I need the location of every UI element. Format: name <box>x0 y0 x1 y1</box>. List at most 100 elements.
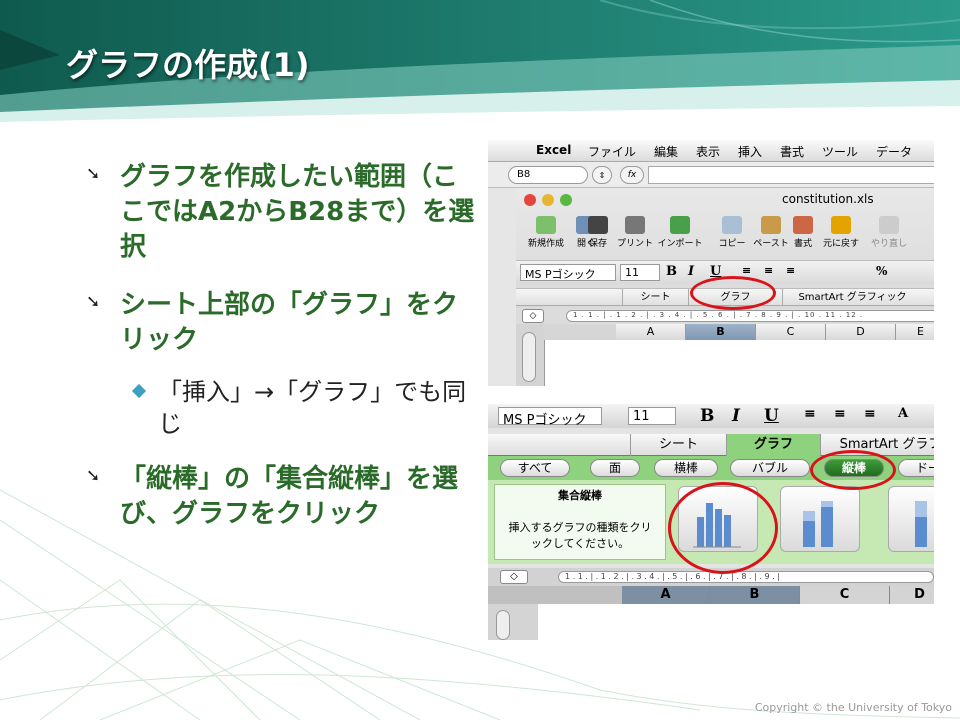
align-center-icon[interactable]: ≡ <box>764 264 774 277</box>
menu-bar: Excel ファイル 編集 表示 挿入 書式 ツール データ <box>488 140 934 162</box>
category-doughnut[interactable]: ドー <box>898 459 934 477</box>
align-center-icon[interactable]: ≡ <box>834 406 846 422</box>
toolbar-undo-label: 元に戻す <box>822 239 859 249</box>
menu-file[interactable]: ファイル <box>588 145 637 159</box>
column-header-c[interactable]: C <box>756 324 826 340</box>
toolbar-undo[interactable]: 元に戻す <box>816 216 866 249</box>
underline-button[interactable]: U <box>764 406 779 426</box>
bullet-2-text: シート上部の「グラフ」をクリック <box>120 290 459 355</box>
toolbar-print[interactable]: プリント <box>612 216 658 249</box>
bold-button[interactable]: B <box>666 264 677 279</box>
align-right-icon[interactable]: ≡ <box>864 406 876 422</box>
paste-icon <box>761 216 781 234</box>
toolbar-redo-label: やり直し <box>870 239 907 249</box>
size-select[interactable]: 11 <box>620 264 660 281</box>
chart-stacked-column[interactable] <box>780 486 860 552</box>
row-scroll-icon[interactable] <box>496 610 510 640</box>
brush-icon <box>793 216 813 234</box>
cell-grid[interactable] <box>538 604 934 640</box>
stepper-icon[interactable]: ⇕ <box>592 166 612 184</box>
toolbar-format[interactable]: 書式 <box>788 216 818 249</box>
chart-100-stacked-column[interactable] <box>888 486 934 552</box>
column-header-b[interactable]: B <box>686 324 756 340</box>
toolbar-new[interactable]: 新規作成 <box>516 216 576 249</box>
tab-smartart[interactable]: SmartArt グラフィック <box>782 289 922 306</box>
category-bar[interactable]: 横棒 <box>654 459 718 477</box>
align-right-icon[interactable]: ≡ <box>786 264 796 277</box>
menu-format[interactable]: 書式 <box>780 145 805 159</box>
formula-bar: B8 ⇕ fx <box>488 162 934 188</box>
menu-tools[interactable]: ツール <box>822 145 859 159</box>
toolbar-import[interactable]: インポート <box>652 216 708 249</box>
arrow-down-right-icon: ➘ <box>86 466 101 486</box>
category-bubble[interactable]: バブル <box>730 459 810 477</box>
column-header-a[interactable]: A <box>616 324 686 340</box>
bullet-1: ➘ グラフを作成したい範囲（ここではA2からB28まで）を選択 <box>86 160 476 265</box>
formula-input[interactable] <box>648 166 934 184</box>
bullet-3-text: 「縦棒」の「集合縦棒」を選び、グラフをクリック <box>120 464 459 529</box>
align-left-icon[interactable]: ≡ <box>742 264 752 277</box>
toolbar-copy[interactable]: コピー <box>712 216 752 249</box>
copy-icon <box>722 216 742 234</box>
toolbar-format-label: 書式 <box>793 239 812 249</box>
toolbar-print-label: プリント <box>616 239 653 249</box>
cell-grid[interactable] <box>544 340 934 386</box>
zoom-icon[interactable] <box>560 194 572 206</box>
diamond-icon <box>131 383 147 399</box>
row-scroll-icon[interactable] <box>522 332 536 382</box>
toolbar-save[interactable]: 保存 <box>578 216 618 249</box>
italic-button[interactable]: I <box>688 264 695 279</box>
menu-insert[interactable]: 挿入 <box>738 145 763 159</box>
window-title: constitution.xls <box>782 192 874 206</box>
toolbar-import-label: インポート <box>657 239 703 249</box>
underline-button[interactable]: U <box>710 264 722 279</box>
tab-stop-icon[interactable]: ◇ <box>500 570 528 584</box>
minimize-icon[interactable] <box>542 194 554 206</box>
italic-button[interactable]: I <box>732 406 740 426</box>
print-icon <box>625 216 645 234</box>
percent-button[interactable]: % <box>876 264 888 278</box>
ruler-row: ◇ 1 . 1 . | . 1 . 2 . | . 3 . 4 . | . 5 … <box>516 308 934 324</box>
arrow-down-right-icon: ➘ <box>86 292 101 312</box>
percent-stacked-column-icon <box>915 501 927 547</box>
fx-button[interactable]: fx <box>620 166 644 184</box>
page-title: グラフの作成(1) <box>66 46 310 84</box>
bullet-2: ➘ シート上部の「グラフ」をクリック <box>86 288 476 358</box>
column-header-d[interactable]: D <box>826 324 896 340</box>
name-box[interactable]: B8 <box>508 166 588 184</box>
format-a-button[interactable]: A <box>898 406 909 421</box>
category-all[interactable]: すべて <box>500 459 570 477</box>
toolbar-redo[interactable]: やり直し <box>864 216 914 249</box>
toolbar-paste[interactable]: ペースト <box>748 216 794 249</box>
column-header-a[interactable]: A <box>622 586 710 604</box>
close-icon[interactable] <box>524 194 536 206</box>
column-header-e[interactable]: E <box>896 324 934 340</box>
tab-stop-icon[interactable]: ◇ <box>522 309 544 323</box>
tab-smartart[interactable]: SmartArt グラフ <box>820 434 934 456</box>
bold-button[interactable]: B <box>700 406 715 426</box>
tab-sheet[interactable]: シート <box>630 434 726 456</box>
menu-view[interactable]: 表示 <box>696 145 721 159</box>
menu-data[interactable]: データ <box>876 145 913 159</box>
column-header-c[interactable]: C <box>800 586 890 604</box>
category-area[interactable]: 面 <box>590 459 640 477</box>
font-select[interactable]: MS Pゴシック <box>498 407 602 428</box>
tab-sheet[interactable]: シート <box>622 289 688 306</box>
workbook-window: constitution.xls 新規作成 開く 保存 プリント インポート コ… <box>516 188 934 386</box>
column-header-b[interactable]: B <box>710 586 800 604</box>
background-lines <box>0 489 960 720</box>
tab-chart[interactable]: グラフ <box>726 434 820 456</box>
excel-screenshot-2: MS Pゴシック 11 B I U ≡ ≡ ≡ A シート グラフ SmartA… <box>488 404 934 640</box>
toolbar-paste-label: ペースト <box>753 239 789 249</box>
menu-app[interactable]: Excel <box>536 143 572 157</box>
align-left-icon[interactable]: ≡ <box>804 406 816 422</box>
toolbar-new-label: 新規作成 <box>527 239 564 249</box>
excel-screenshot-1: Excel ファイル 編集 表示 挿入 書式 ツール データ B8 ⇕ fx c… <box>488 140 934 386</box>
highlight-circle <box>690 276 776 310</box>
import-icon <box>670 216 690 234</box>
column-header-d[interactable]: D <box>890 586 934 604</box>
size-select[interactable]: 11 <box>628 407 676 425</box>
stacked-column-icon <box>803 501 833 547</box>
font-select[interactable]: MS Pゴシック <box>520 264 616 281</box>
menu-edit[interactable]: 編集 <box>654 145 679 159</box>
